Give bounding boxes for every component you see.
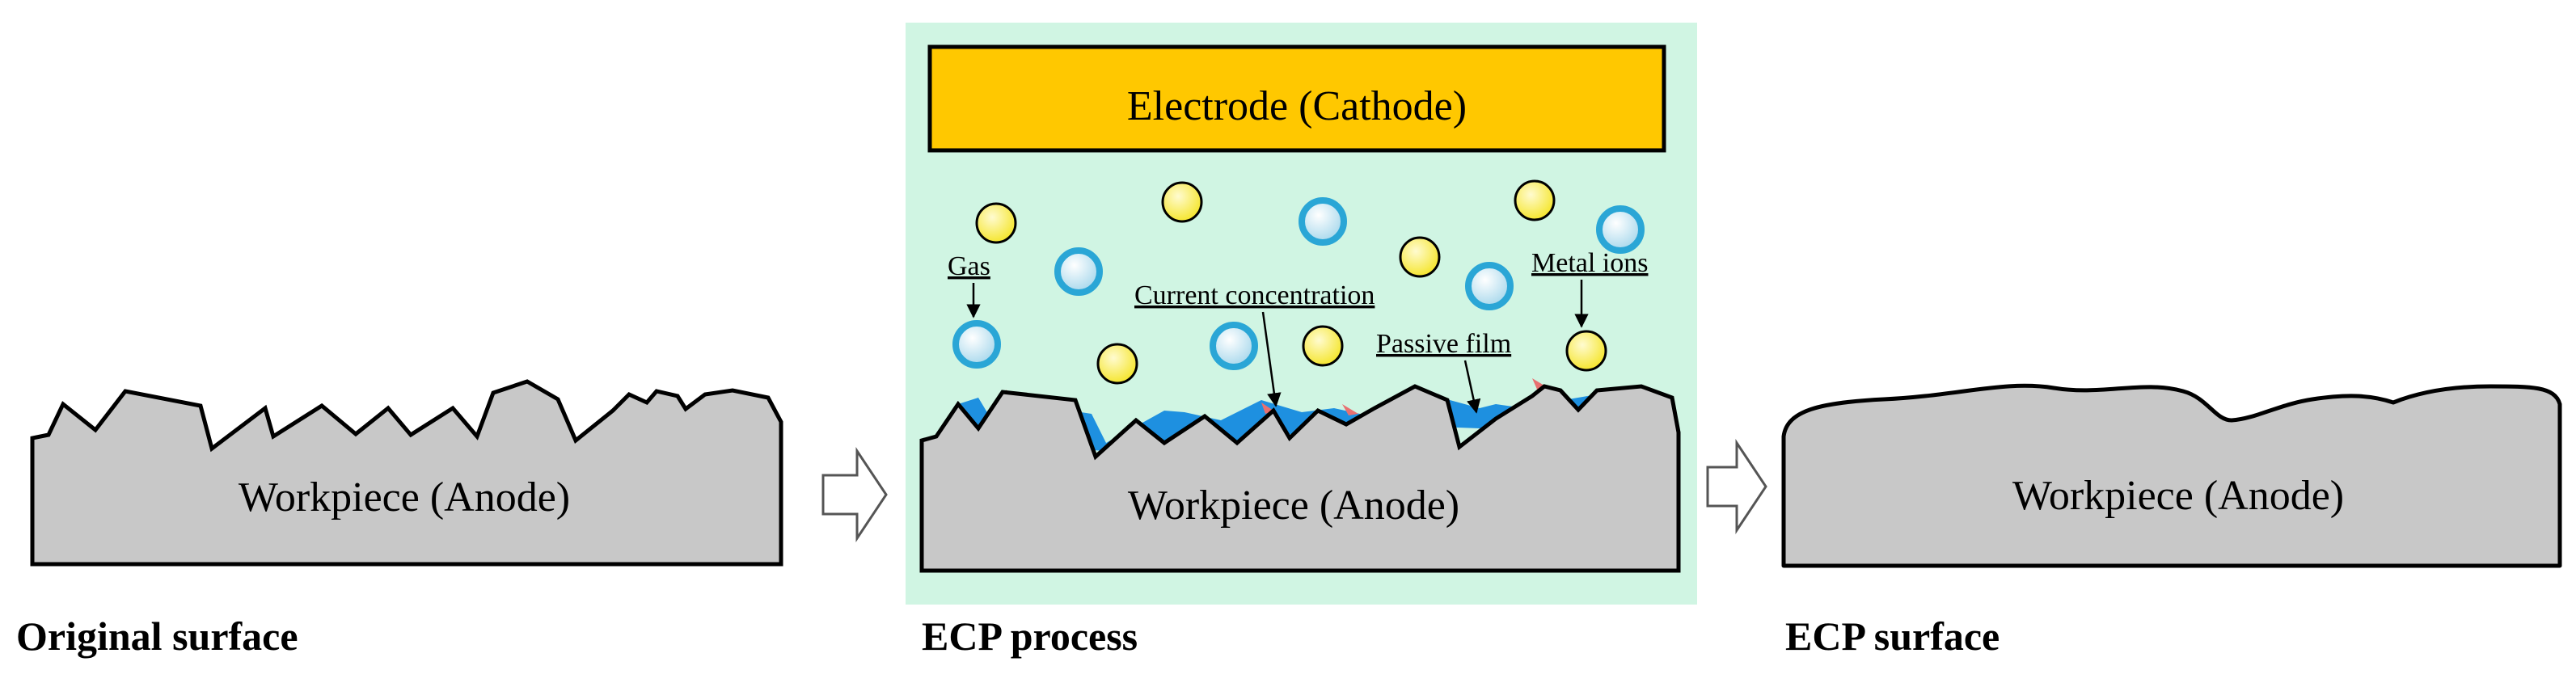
panel-original-surface: Workpiece (Anode) <box>30 379 783 567</box>
workpiece-label-original: Workpiece (Anode) <box>239 474 570 521</box>
gas-bubble <box>1054 247 1103 296</box>
passive-film-label: Passive film <box>1376 329 1511 359</box>
caption-ecp-process: ECP process <box>922 613 1138 659</box>
annotation-gas: Gas <box>948 251 990 318</box>
workpiece-ecp-process <box>919 384 1681 573</box>
metal-ion <box>975 202 1017 244</box>
gas-label: Gas <box>948 251 990 281</box>
metal-ion <box>1565 330 1607 372</box>
workpiece-original <box>30 379 783 567</box>
caption-ecp-surface: ECP surface <box>1785 613 2000 659</box>
process-arrow-2 <box>1706 439 1767 534</box>
gas-bubble <box>1299 197 1347 246</box>
gas-bubble <box>1465 262 1514 310</box>
metal-ions <box>975 179 1607 385</box>
metal-ion <box>1161 181 1203 223</box>
annotation-current-concentration: Current concentration <box>1134 280 1375 407</box>
metal-ion <box>1514 179 1556 221</box>
electrode-label: Electrode (Cathode) <box>1127 83 1467 129</box>
annotation-passive-film: Passive film <box>1376 329 1511 414</box>
current-concentration-label: Current concentration <box>1134 280 1375 310</box>
metal-ion <box>1399 236 1441 278</box>
gas-bubbles <box>952 197 1645 370</box>
panel-ecp-process: Electrode (Cathode) Workpiece (Anode) <box>906 23 1697 605</box>
workpiece-ecp-surface <box>1781 383 2562 568</box>
workpiece-label-ecp-process: Workpiece (Anode) <box>1128 483 1459 529</box>
workpiece-label-ecp-surface: Workpiece (Anode) <box>2012 473 2344 519</box>
metal-ion <box>1302 325 1344 367</box>
electrode-cathode <box>927 44 1666 153</box>
process-arrow-1 <box>821 447 888 542</box>
panel-ecp-surface: Workpiece (Anode) <box>1781 383 2562 568</box>
metal-ion <box>1096 343 1138 385</box>
gas-bubble <box>952 320 1001 369</box>
gas-bubble <box>1596 205 1645 254</box>
caption-original-surface: Original surface <box>16 613 298 659</box>
gas-bubble <box>1210 322 1258 370</box>
annotation-metal-ions: Metal ions <box>1531 248 1648 328</box>
metal-ions-label: Metal ions <box>1531 248 1648 278</box>
